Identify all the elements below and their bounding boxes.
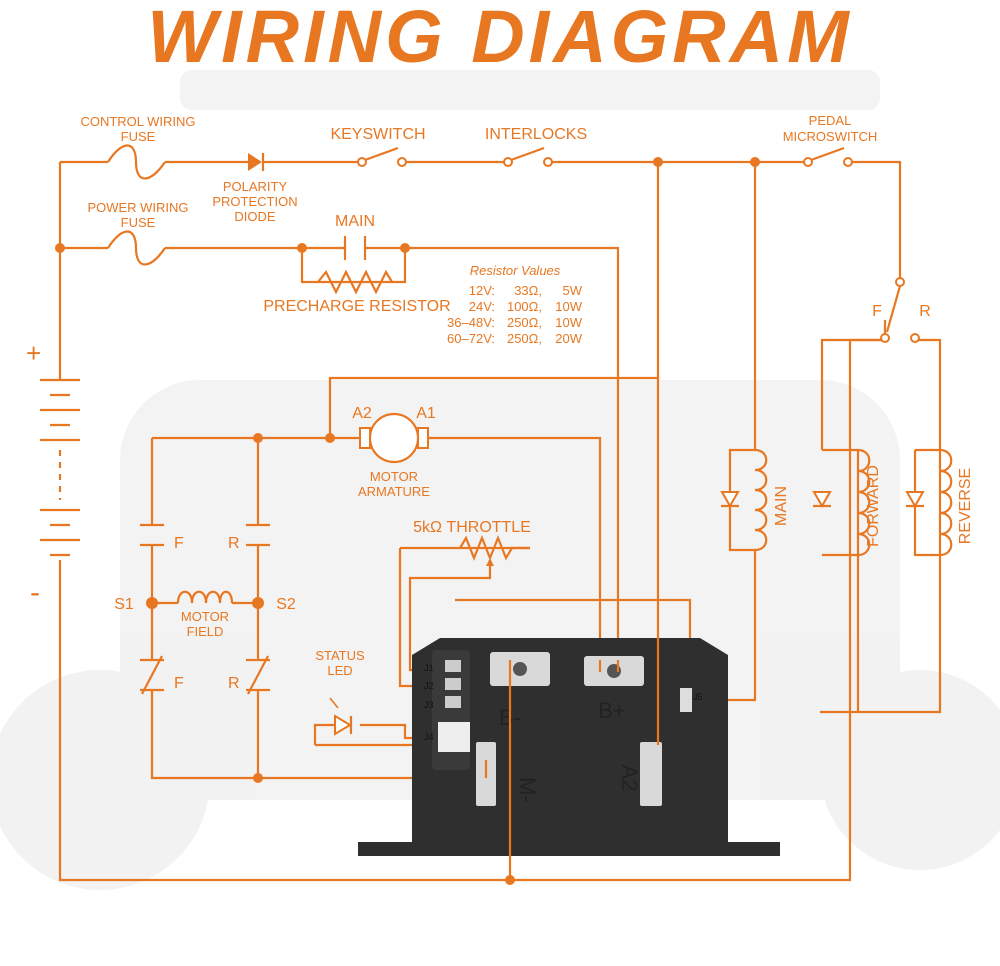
- label-main: MAIN: [335, 213, 375, 230]
- resistor-values-heading: Resistor Values: [470, 263, 561, 278]
- label-pedal-1: PEDAL: [809, 113, 852, 128]
- label-status-1: STATUS: [315, 648, 365, 663]
- label-s1: S1: [114, 596, 134, 613]
- labels: CONTROL WIRING FUSE POWER WIRING FUSE KE…: [26, 113, 974, 692]
- motor-field-symbol: [176, 590, 234, 604]
- rv-ohm: 100Ω,: [507, 299, 542, 314]
- rv-watt: 20W: [555, 331, 582, 346]
- control-fuse-symbol: [107, 144, 166, 180]
- fr-selector-switch-symbol: [880, 277, 920, 343]
- polarity-diode-symbol: [248, 153, 265, 171]
- label-plus: +: [26, 338, 41, 368]
- motor-controller: B- B+ M- A2 J1 J2 J3 J4 J5: [358, 638, 780, 856]
- label-field-2: FIELD: [187, 624, 224, 639]
- label-a1-motor: A1: [416, 405, 436, 422]
- label-pedal-2: MICROSWITCH: [783, 129, 878, 144]
- status-led-symbol: [329, 697, 353, 736]
- label-a2: A2: [617, 765, 642, 792]
- main-contactor-symbol: [343, 236, 367, 260]
- label-s2: S2: [276, 596, 296, 613]
- label-f-bottom: F: [174, 675, 184, 692]
- field-contacts-symbols: [140, 523, 270, 695]
- label-f-top: F: [174, 535, 184, 552]
- label-j3: J3: [424, 700, 434, 710]
- label-field-1: MOTOR: [181, 609, 229, 624]
- label-status-2: LED: [327, 663, 352, 678]
- motor-armature-symbol: [359, 412, 429, 464]
- label-coil-main: MAIN: [773, 486, 790, 526]
- rv-watt: 10W: [555, 315, 582, 330]
- label-minus: -: [30, 576, 40, 609]
- label-b-plus: B+: [598, 698, 626, 723]
- keyswitch-symbol: [357, 146, 407, 167]
- label-m-minus: M-: [515, 777, 540, 803]
- label-f-selector: F: [872, 303, 882, 320]
- rv-ohm: 250Ω,: [507, 315, 542, 330]
- terminal-a2: [640, 742, 662, 806]
- diagram-title: WIRING DIAGRAM: [147, 0, 853, 78]
- forward-coil-symbol: [812, 448, 871, 557]
- label-r-selector: R: [919, 303, 931, 320]
- label-j4: J4: [424, 732, 434, 742]
- label-diode-2: PROTECTION: [212, 194, 297, 209]
- controller-wires: [484, 378, 660, 880]
- rv-voltage: 60–72V:: [447, 331, 495, 346]
- label-keyswitch: KEYSWITCH: [330, 126, 425, 143]
- label-armature-1: MOTOR: [370, 469, 418, 484]
- junction-dots: [55, 157, 760, 885]
- rv-voltage: 12V:: [469, 283, 495, 298]
- label-a2-motor: A2: [352, 405, 372, 422]
- reverse-coil-symbol: [905, 448, 953, 557]
- label-diode-1: POLARITY: [223, 179, 288, 194]
- rv-ohm: 250Ω,: [507, 331, 542, 346]
- label-armature-2: ARMATURE: [358, 484, 430, 499]
- label-r-top: R: [228, 535, 240, 552]
- label-j2: J2: [424, 681, 434, 691]
- label-power-fuse-2: FUSE: [121, 215, 156, 230]
- label-diode-3: DIODE: [234, 209, 276, 224]
- rv-voltage: 36–48V:: [447, 315, 495, 330]
- label-control-fuse-1: CONTROL WIRING: [80, 114, 195, 129]
- battery-symbol: [40, 370, 80, 557]
- pedal-microswitch-symbol: [803, 146, 853, 167]
- label-j1: J1: [424, 663, 434, 673]
- label-j5: J5: [693, 692, 703, 702]
- rv-ohm: 33Ω,: [514, 283, 542, 298]
- label-control-fuse-2: FUSE: [121, 129, 156, 144]
- label-precharge-resistor: PRECHARGE RESISTOR: [263, 298, 450, 315]
- label-coil-forward: FORWARD: [865, 465, 882, 547]
- rv-watt: 10W: [555, 299, 582, 314]
- label-throttle: 5kΩ THROTTLE: [413, 519, 531, 536]
- label-power-fuse-1: POWER WIRING: [87, 200, 188, 215]
- main-coil-symbol: [720, 448, 768, 552]
- label-r-bottom: R: [228, 675, 240, 692]
- throttle-potentiometer-symbol: [400, 535, 530, 566]
- interlocks-symbol: [503, 146, 553, 167]
- connector-j5: [680, 688, 692, 712]
- label-interlocks: INTERLOCKS: [485, 126, 587, 143]
- rv-watt: 5W: [563, 283, 583, 298]
- label-coil-reverse: REVERSE: [957, 468, 974, 544]
- power-fuse-symbol: [107, 230, 166, 266]
- rv-voltage: 24V:: [469, 299, 495, 314]
- precharge-resistor-symbol: [317, 269, 393, 295]
- connector-j4: [438, 722, 470, 752]
- resistor-values-table: 12V: 33Ω, 5W 24V: 100Ω, 10W 36–48V: 250Ω…: [447, 283, 583, 346]
